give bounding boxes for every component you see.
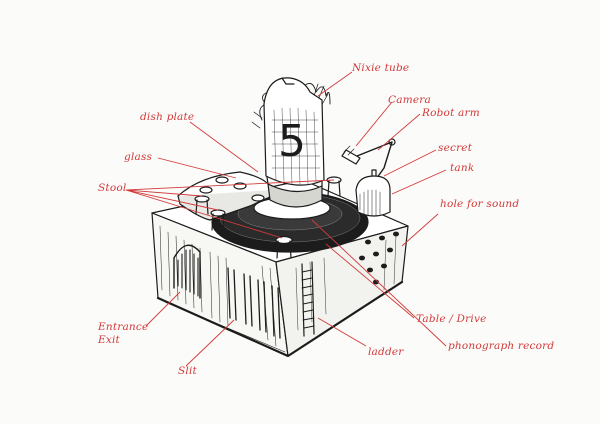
sound-holes (359, 231, 399, 285)
nixie-tube (251, 77, 331, 208)
label-ladder: ladder (368, 346, 404, 358)
label-dish-plate: dish plate (140, 111, 195, 123)
nixie-digit: 5 (278, 116, 307, 167)
label-phonograph-record: phonograph record (448, 340, 555, 352)
label-entrance: Entrance (98, 321, 149, 333)
label-table-drive: Table / Drive (416, 313, 487, 325)
secret-tank (355, 169, 391, 217)
label-exit: Exit (98, 334, 120, 346)
label-hole-for-sound: hole for sound (440, 198, 520, 210)
entrance-door (173, 244, 201, 299)
label-tank: tank (450, 162, 475, 174)
label-secret: secret (438, 142, 473, 154)
label-robot-arm: Robot arm (422, 107, 480, 119)
ladder (301, 261, 315, 337)
label-glass: glass (124, 151, 153, 163)
annotation-leaders (125, 71, 447, 367)
label-stool: Stool (98, 182, 127, 194)
label-camera: Camera (388, 94, 431, 106)
slits (227, 267, 281, 339)
robot-arm (341, 138, 396, 183)
label-slit: Slit (178, 365, 197, 377)
label-nixie-tube: Nixie tube (352, 62, 410, 74)
